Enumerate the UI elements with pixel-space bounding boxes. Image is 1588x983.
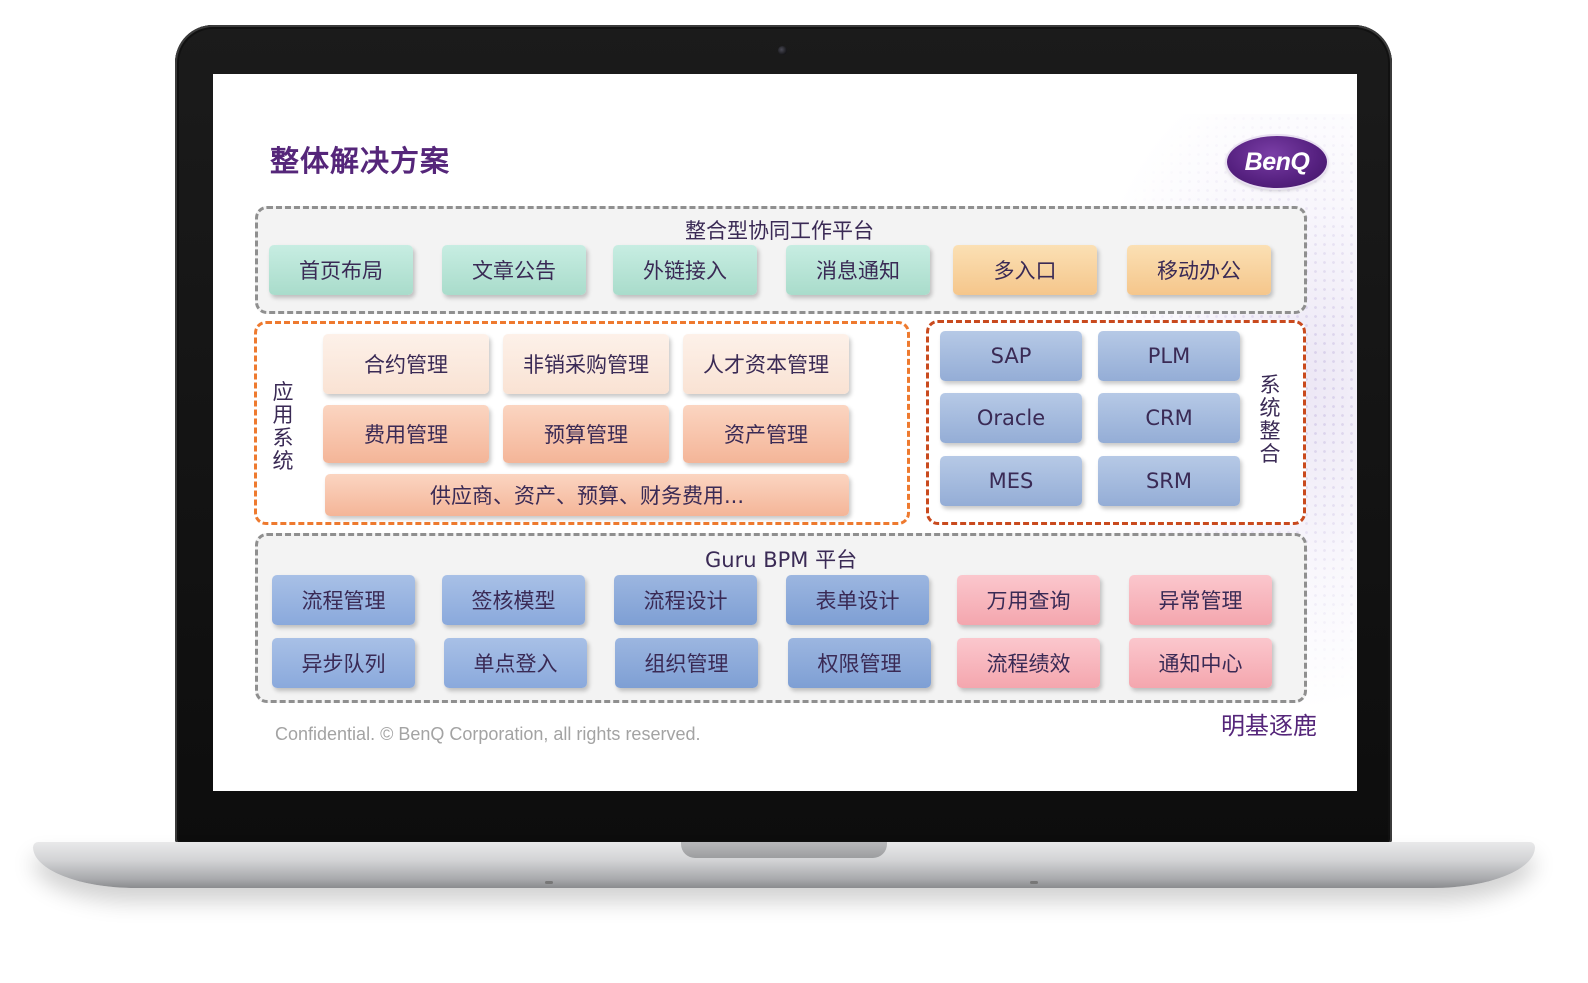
bpm-item: 流程设计: [614, 575, 757, 625]
app-item: 人才资本管理: [683, 334, 849, 394]
bpm-item: 异常管理: [1129, 575, 1272, 625]
bpm-item: 权限管理: [788, 638, 931, 688]
bpm-item: 万用查询: [957, 575, 1100, 625]
camera-icon: [778, 46, 787, 55]
base-foot: [1030, 881, 1038, 884]
base-foot: [545, 881, 553, 884]
app-item: 合约管理: [323, 334, 489, 394]
integration-item: Oracle: [940, 393, 1082, 443]
slide-screen: 整体解决方案 BenQ 整合型协同工作平台 首页布局 文章公告 外链接入 消息通…: [213, 74, 1357, 791]
bpm-item: 异步队列: [272, 638, 415, 688]
integration-item: PLM: [1098, 331, 1240, 381]
integration-item: SRM: [1098, 456, 1240, 506]
integration-item: CRM: [1098, 393, 1240, 443]
integration-item: SAP: [940, 331, 1082, 381]
slide-title: 整体解决方案: [270, 144, 451, 178]
system-integration-label: 系统整合: [1259, 373, 1281, 466]
bpm-item: 单点登入: [444, 638, 587, 688]
collab-item: 文章公告: [442, 245, 586, 295]
collab-item: 多入口: [953, 245, 1097, 295]
footer-brand: 明基逐鹿: [1221, 712, 1317, 740]
bpm-item: 组织管理: [615, 638, 758, 688]
app-item: 资产管理: [683, 405, 849, 463]
collab-item: 消息通知: [786, 245, 930, 295]
app-systems-label: 应用系统: [272, 380, 294, 473]
app-item: 预算管理: [503, 405, 669, 463]
app-item: 非销采购管理: [503, 334, 669, 394]
bpm-item: 流程绩效: [957, 638, 1100, 688]
bpm-item: 签核模型: [442, 575, 585, 625]
collab-item: 外链接入: [613, 245, 757, 295]
app-item-wide: 供应商、资产、预算、财务费用...: [325, 474, 849, 516]
laptop-notch: [681, 842, 887, 858]
collab-platform-label: 整合型协同工作平台: [685, 219, 874, 243]
bpm-item: 表单设计: [786, 575, 929, 625]
footer-confidential: Confidential. © BenQ Corporation, all ri…: [275, 724, 701, 744]
collab-item: 首页布局: [269, 245, 413, 295]
benq-logo: BenQ: [1227, 136, 1327, 188]
collab-item: 移动办公: [1127, 245, 1271, 295]
bpm-item: 流程管理: [272, 575, 415, 625]
bpm-platform-label: Guru BPM 平台: [705, 548, 858, 572]
app-item: 费用管理: [323, 405, 489, 463]
bpm-item: 通知中心: [1129, 638, 1272, 688]
integration-item: MES: [940, 456, 1082, 506]
